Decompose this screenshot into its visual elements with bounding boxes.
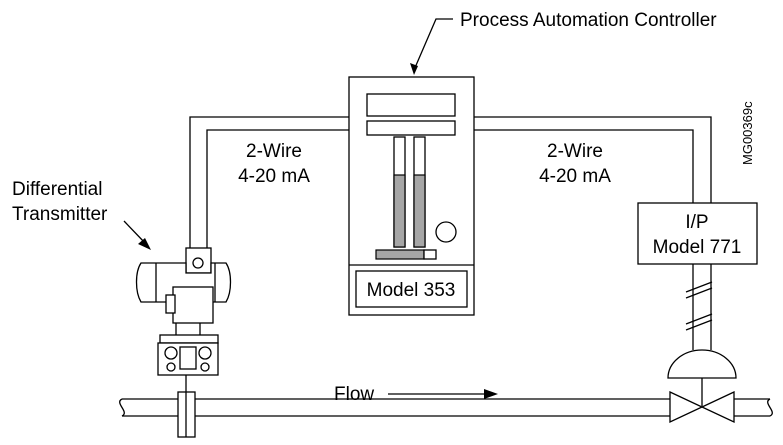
controller-bar-graphs	[393, 136, 426, 248]
control-valve	[667, 349, 737, 424]
controller-display-bottom	[366, 120, 456, 136]
valve-body-right	[700, 390, 735, 424]
transmitter-label-line2: Transmitter	[12, 204, 108, 225]
valve-actuator	[667, 349, 737, 379]
controller-slider-track	[423, 249, 437, 260]
left-wire-label-line1: 2-Wire	[246, 141, 302, 162]
controller-display-top	[366, 93, 456, 117]
controller-slider-fill	[375, 249, 425, 260]
left-signal-wire	[189, 116, 349, 265]
flow-arrow-head	[484, 389, 498, 399]
pipe-break-left	[119, 398, 125, 417]
pipe-break-right	[767, 398, 773, 417]
controller-model-plate	[355, 270, 468, 308]
ip-model-label: Model 771	[653, 237, 742, 258]
figure-id: MG00369c	[740, 101, 755, 165]
controller-callout-label: Process Automation Controller	[460, 10, 717, 31]
right-wire-label-line2: 4-20 mA	[539, 166, 611, 187]
transmitter-callout: Differential Transmitter	[12, 179, 151, 250]
transmitter-label-line1: Differential	[12, 179, 102, 200]
flow-indicator: Flow	[334, 384, 498, 405]
ip-label: I/P	[685, 212, 708, 233]
ip-converter: I/P Model 771	[637, 202, 758, 265]
flow-label: Flow	[334, 384, 374, 405]
transmitter-electronics	[172, 286, 214, 324]
left-wire-label-line2: 4-20 mA	[238, 166, 310, 187]
differential-transmitter	[135, 247, 232, 392]
process-automation-controller: Model 353	[348, 76, 475, 316]
controller-model-label: Model 353	[367, 280, 456, 301]
right-wire-label-line1: 2-Wire	[547, 141, 603, 162]
process-pipe	[119, 391, 773, 438]
valve-body-left	[669, 390, 704, 424]
right-signal-wire	[474, 116, 712, 203]
pneumatic-signal-line	[685, 264, 713, 350]
controller-callout: Process Automation Controller	[410, 10, 717, 75]
controller-knob	[435, 221, 457, 243]
